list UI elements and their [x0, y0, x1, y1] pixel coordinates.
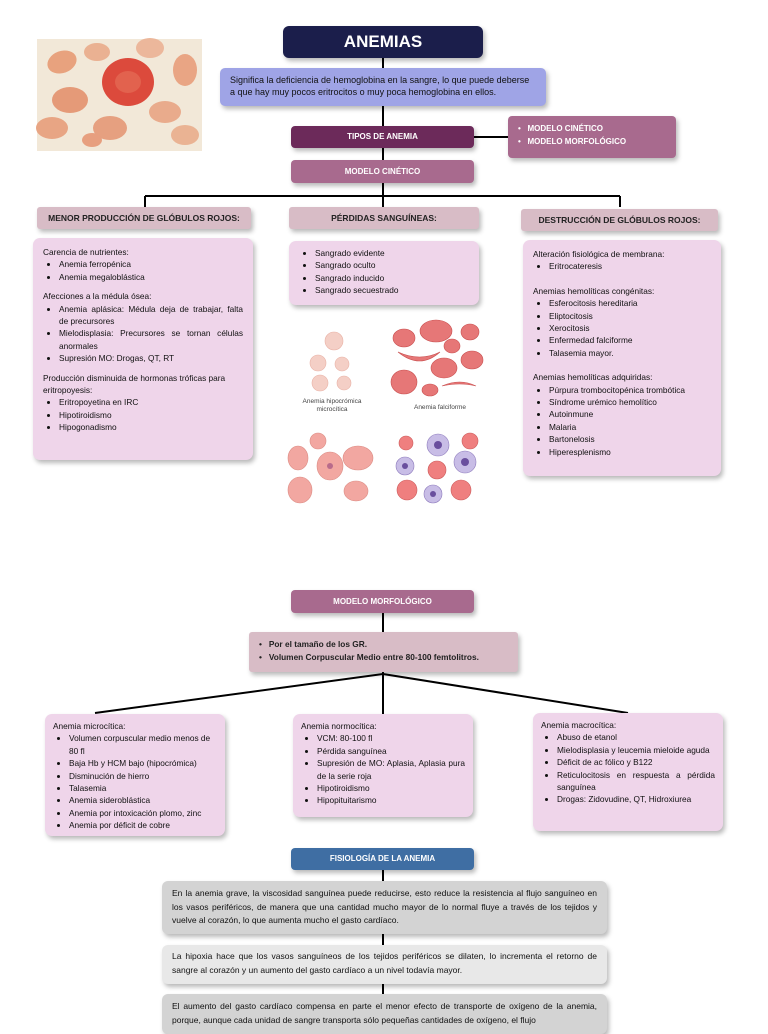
- list-item: Hipopituitarismo: [317, 794, 465, 806]
- menor-produccion-card: Carencia de nutrientes: Anemia ferropéni…: [33, 238, 253, 460]
- menor-g3-list: Eritropoyetina en IRC Hipotiroidismo Hip…: [43, 396, 243, 433]
- list-item: Pérdida sanguínea: [317, 745, 465, 757]
- list-item: Hiperesplenismo: [549, 446, 711, 458]
- criteria-item: • Por el tamaño de los GR.: [259, 639, 368, 649]
- list-item: Volumen corpuscular medio menos de 80 fl: [69, 732, 217, 757]
- destruccion-card: Alteración fisiológica de membrana: Erit…: [523, 240, 721, 476]
- list-item: Púrpura trombocitopénica trombótica: [549, 384, 711, 396]
- fisiologia-label: FISIOLOGÍA DE LA ANEMIA: [291, 848, 474, 870]
- list-item: Hipotiroidismo: [317, 782, 465, 794]
- tipos-de-anemia-label: TIPOS DE ANEMIA: [291, 126, 474, 148]
- list-item: Sangrado evidente: [315, 247, 469, 259]
- sickle-cells: [390, 319, 484, 397]
- bottom-left-cells: [287, 432, 374, 504]
- list-item: Eritrocateresis: [549, 260, 711, 272]
- list-item: Bartonelosis: [549, 433, 711, 445]
- rbc-cluster-illustration: [36, 38, 199, 147]
- destruccion-g3-list: Púrpura trombocitopénica trombótica Sínd…: [533, 384, 711, 458]
- list-item: Síndrome urémico hemolítico: [549, 396, 711, 408]
- list-item: Talasemia: [69, 782, 217, 794]
- list-item: Malaria: [549, 421, 711, 433]
- list-item: Anemia por intoxicación plomo, zinc: [69, 807, 217, 819]
- list-item: Xerocitosis: [549, 322, 711, 334]
- list-item: Esferocitosis hereditaria: [549, 297, 711, 309]
- list-item: Abuso de etanol: [557, 731, 715, 743]
- list-item: Baja Hb y HCM bajo (hipocrómica): [69, 757, 217, 769]
- macrocitica-list: Abuso de etanol Mielodisplasia y leucemi…: [541, 731, 715, 805]
- list-item: Mielodisplasia y leucemia mieloide aguda: [557, 744, 715, 756]
- list-item: Anemia por déficit de cobre: [69, 819, 217, 831]
- fisiologia-paragraph-2: La hipoxia hace que los vasos sanguíneos…: [162, 945, 607, 984]
- list-item: Déficit de ac fólico y B122: [557, 756, 715, 768]
- card-heading: Anemia microcítica:: [53, 721, 126, 731]
- perdidas-sanguineas-header: PÉRDIDAS SANGUÍNEAS:: [289, 207, 479, 229]
- list-item: Talasemia mayor.: [549, 347, 711, 359]
- list-item: VCM: 80-100 fl: [317, 732, 465, 744]
- microcitica-list: Volumen corpuscular medio menos de 80 fl…: [53, 732, 217, 831]
- card-heading: Anemia normocítica:: [301, 721, 377, 731]
- destruccion-g2-list: Esferocitosis hereditaria Eliptocitosis …: [533, 297, 711, 359]
- image-caption: Anemia hipocrómica microcítica: [302, 398, 362, 413]
- list-item: Eritropoyetina en IRC: [59, 396, 243, 408]
- menor-g2-list: Anemia aplásica: Médula deja de trabajar…: [43, 303, 243, 365]
- tipos-list-item: • MODELO MORFOLÓGICO: [518, 137, 627, 146]
- list-item: Anemia ferropénica: [59, 258, 243, 270]
- group-heading: Anemias hemolíticas adquiridas:: [533, 372, 653, 383]
- fisiologia-paragraph-3: El aumento del gasto cardíaco compensa e…: [162, 994, 607, 1034]
- morfologico-criteria-box: • Por el tamaño de los GR. • Volumen Cor…: [249, 632, 518, 672]
- list-item: Mielodisplasia: Precursores se tornan cé…: [59, 327, 243, 352]
- normocitica-list: VCM: 80-100 fl Pérdida sanguínea Supresi…: [301, 732, 465, 806]
- menor-g1-list: Anemia ferropénica Anemia megaloblástica: [43, 258, 243, 283]
- group-heading: Anemias hemolíticas congénitas:: [533, 285, 655, 296]
- list-item: Drogas: Zidovudine, QT, Hidroxiurea: [557, 793, 715, 805]
- list-item: Anemia megaloblástica: [59, 271, 243, 283]
- anemia-normocitica-card: Anemia normocítica: VCM: 80-100 fl Pérdi…: [293, 714, 473, 817]
- destruccion-g1-list: Eritrocateresis: [533, 260, 711, 272]
- perdidas-card: Sangrado evidente Sangrado oculto Sangra…: [289, 241, 479, 305]
- list-item: Sangrado secuestrado: [315, 284, 469, 296]
- list-item: Enfermedad falciforme: [549, 334, 711, 346]
- group-heading: Carencia de nutrientes:: [43, 247, 129, 257]
- menor-produccion-header: MENOR PRODUCCIÓN DE GLÓBULOS ROJOS:: [37, 207, 251, 229]
- group-heading: Alteración fisiológica de membrana:: [533, 249, 665, 259]
- list-item: Sangrado inducido: [315, 272, 469, 284]
- list-item: Autoinmune: [549, 408, 711, 420]
- anemia-macrocitica-card: Anemia macrocítica: Abuso de etanol Miel…: [533, 713, 723, 831]
- bottom-right-cells: [396, 432, 479, 501]
- list-item: Disminución de hierro: [69, 770, 217, 782]
- tipos-list-item: • MODELO CINÉTICO: [518, 124, 604, 133]
- page-title: ANEMIAS: [283, 26, 483, 58]
- modelo-cinetico-label: MODELO CINÉTICO: [291, 160, 474, 183]
- list-item: Reticulocitosis en respuesta a pérdida s…: [557, 769, 715, 794]
- definition-box: Significa la deficiencia de hemoglobina …: [220, 68, 546, 106]
- tipos-list-box: • MODELO CINÉTICO • MODELO MORFOLÓGICO: [508, 116, 676, 158]
- criteria-item: • Volumen Corpuscular Medio entre 80-100…: [259, 652, 479, 662]
- modelo-morfologico-label: MODELO MORFOLÓGICO: [291, 590, 474, 613]
- image-caption: Anemia falciforme: [413, 404, 467, 411]
- list-item: Supresión de MO: Aplasia, Aplasia pura d…: [317, 757, 465, 782]
- destruccion-header: DESTRUCCIÓN DE GLÓBULOS ROJOS:: [521, 209, 718, 231]
- fisiologia-paragraph-1: En la anemia grave, la viscosidad sanguí…: [162, 881, 607, 934]
- list-item: Anemia sideroblástica: [69, 794, 217, 806]
- perdidas-list: Sangrado evidente Sangrado oculto Sangra…: [299, 247, 469, 297]
- list-item: Eliptocitosis: [549, 310, 711, 322]
- hypochromic-cells: [309, 331, 352, 392]
- group-heading: Producción disminuida de hormonas trófic…: [43, 372, 226, 396]
- group-heading: Afecciones a la médula ósea:: [43, 291, 152, 302]
- list-item: Supresión MO: Drogas, QT, RT: [59, 352, 243, 364]
- list-item: Hipogonadismo: [59, 421, 243, 433]
- anemia-microcitica-card: Anemia microcítica: Volumen corpuscular …: [45, 714, 225, 836]
- list-item: Sangrado oculto: [315, 259, 469, 271]
- list-item: Hipotiroidismo: [59, 409, 243, 421]
- card-heading: Anemia macrocítica:: [541, 720, 617, 730]
- list-item: Anemia aplásica: Médula deja de trabajar…: [59, 303, 243, 328]
